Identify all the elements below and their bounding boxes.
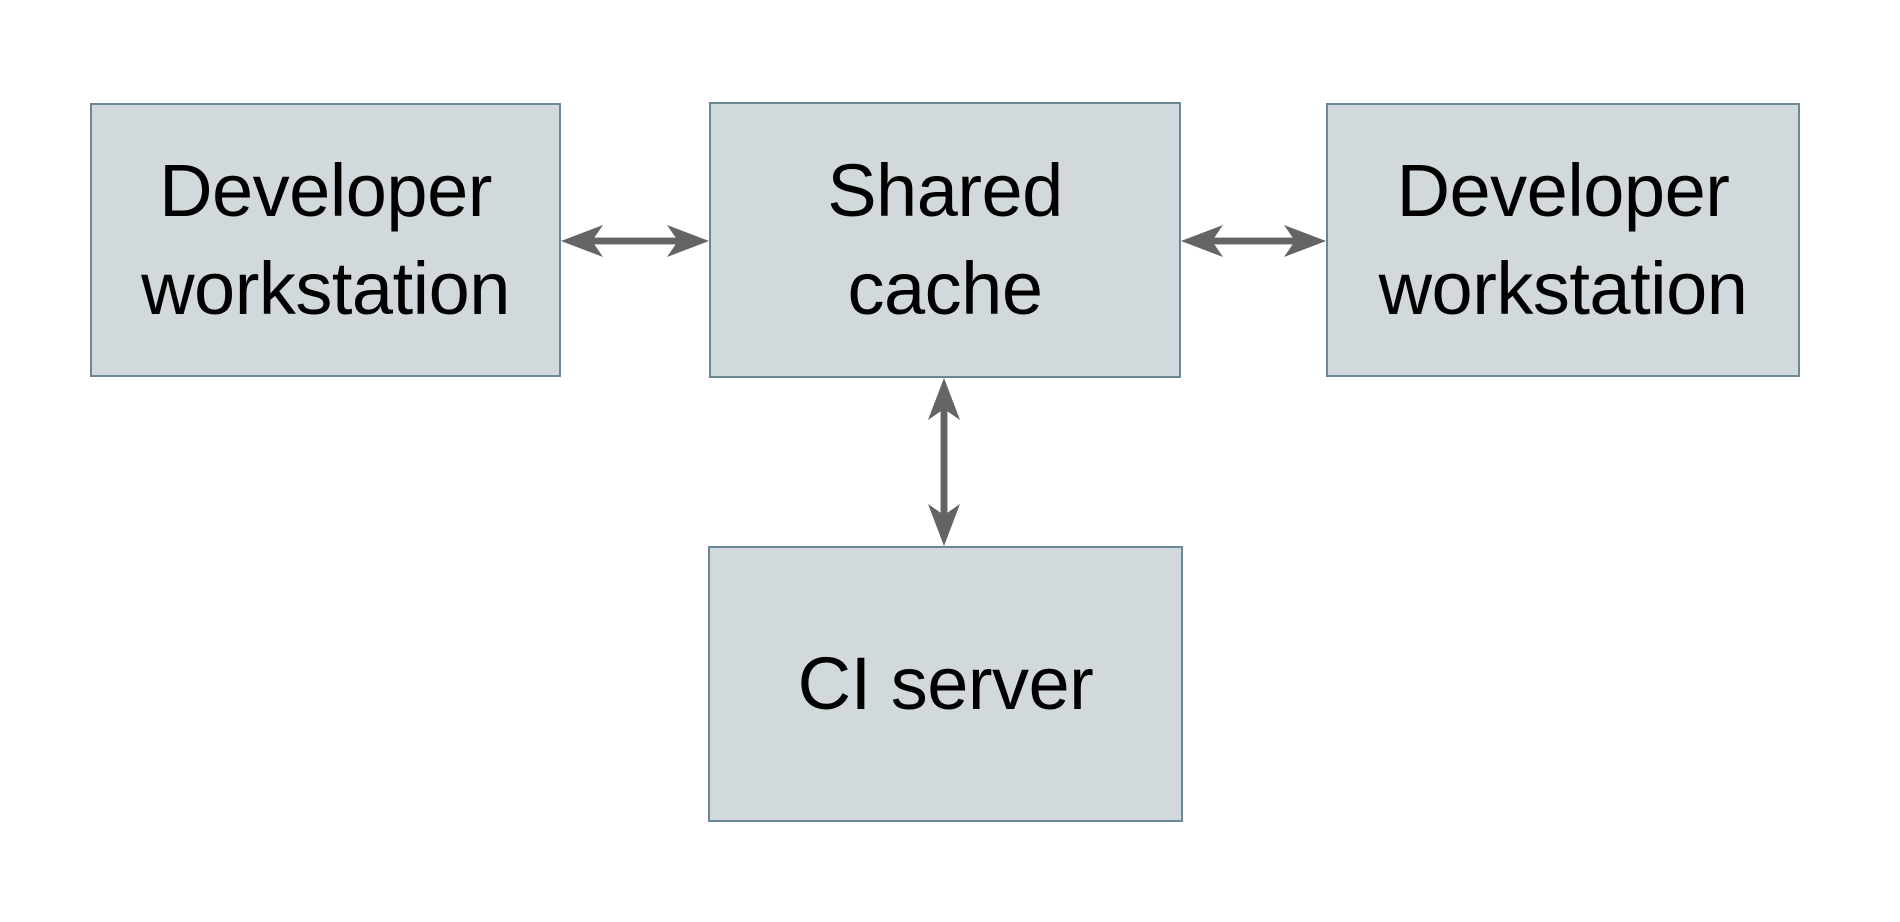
double-arrow-shared-cache-ci-server [928,378,960,546]
double-arrow-workstation-left-shared-cache [561,225,709,257]
node-shared-cache: Shared cache [709,102,1181,378]
node-developer-workstation-right: Developer workstation [1326,103,1800,377]
node-ci-server: CI server [708,546,1183,822]
node-label-shared-cache: Shared cache [827,149,1063,330]
node-label-ci-server: CI server [797,642,1094,726]
node-developer-workstation-left: Developer workstation [90,103,561,377]
node-label-developer-workstation-right: Developer workstation [1378,149,1748,330]
node-label-developer-workstation-left: Developer workstation [141,149,510,330]
double-arrow-shared-cache-workstation-right [1181,225,1326,257]
